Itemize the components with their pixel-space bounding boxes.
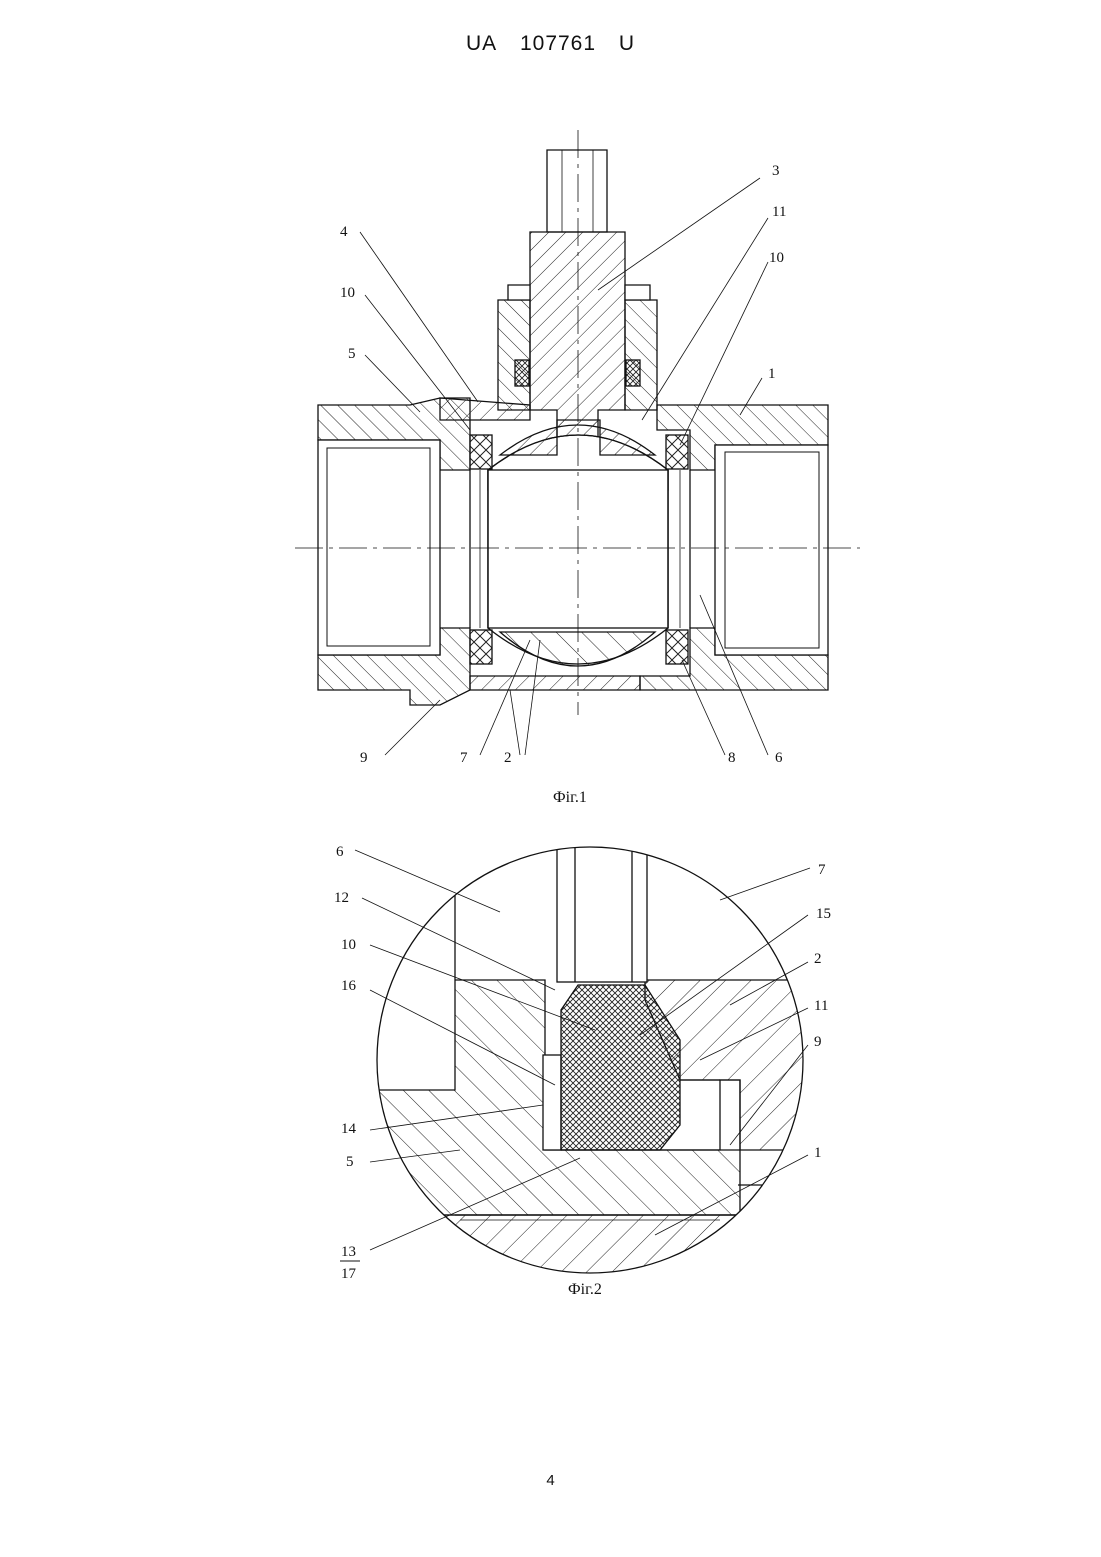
fig1-label-7: 7 xyxy=(460,750,468,766)
fig2-label-17: 17 xyxy=(341,1266,357,1282)
fig2-label-6: 6 xyxy=(336,844,344,860)
fig1-label-3: 3 xyxy=(772,163,780,179)
fig1-label-10-right: 10 xyxy=(769,250,784,266)
fig2-label-5: 5 xyxy=(346,1154,354,1170)
fig2-label-7: 7 xyxy=(818,862,826,878)
fig2-caption: Фіг.2 xyxy=(568,1281,602,1298)
fig1-caption: Фіг.1 xyxy=(553,789,587,806)
fig2-label-15: 15 xyxy=(816,906,831,922)
fig2-label-2: 2 xyxy=(814,951,822,967)
page-number: 4 xyxy=(0,1472,1101,1489)
figure-2-drawing xyxy=(355,840,810,1280)
fig2-label-13: 13 xyxy=(341,1244,356,1260)
fig2-label-10: 10 xyxy=(341,937,356,953)
fig1-label-2: 2 xyxy=(504,750,512,766)
fig1-label-9: 9 xyxy=(360,750,368,766)
fig1-label-4: 4 xyxy=(340,224,348,240)
fig1-label-6: 6 xyxy=(775,750,783,766)
fig1-label-8: 8 xyxy=(728,750,736,766)
fig2-label-9: 9 xyxy=(814,1034,822,1050)
fig2-label-1: 1 xyxy=(814,1145,822,1161)
fig2-label-14: 14 xyxy=(341,1121,357,1137)
fig1-label-11: 11 xyxy=(772,204,786,220)
fig2-label-12: 12 xyxy=(334,890,349,906)
fig1-label-1: 1 xyxy=(768,366,776,382)
fig2-label-11: 11 xyxy=(814,998,828,1014)
fig1-label-10-left: 10 xyxy=(340,285,355,301)
fig1-label-5: 5 xyxy=(348,346,356,362)
figure-1-drawing xyxy=(295,130,860,755)
fig2-label-16: 16 xyxy=(341,978,357,994)
